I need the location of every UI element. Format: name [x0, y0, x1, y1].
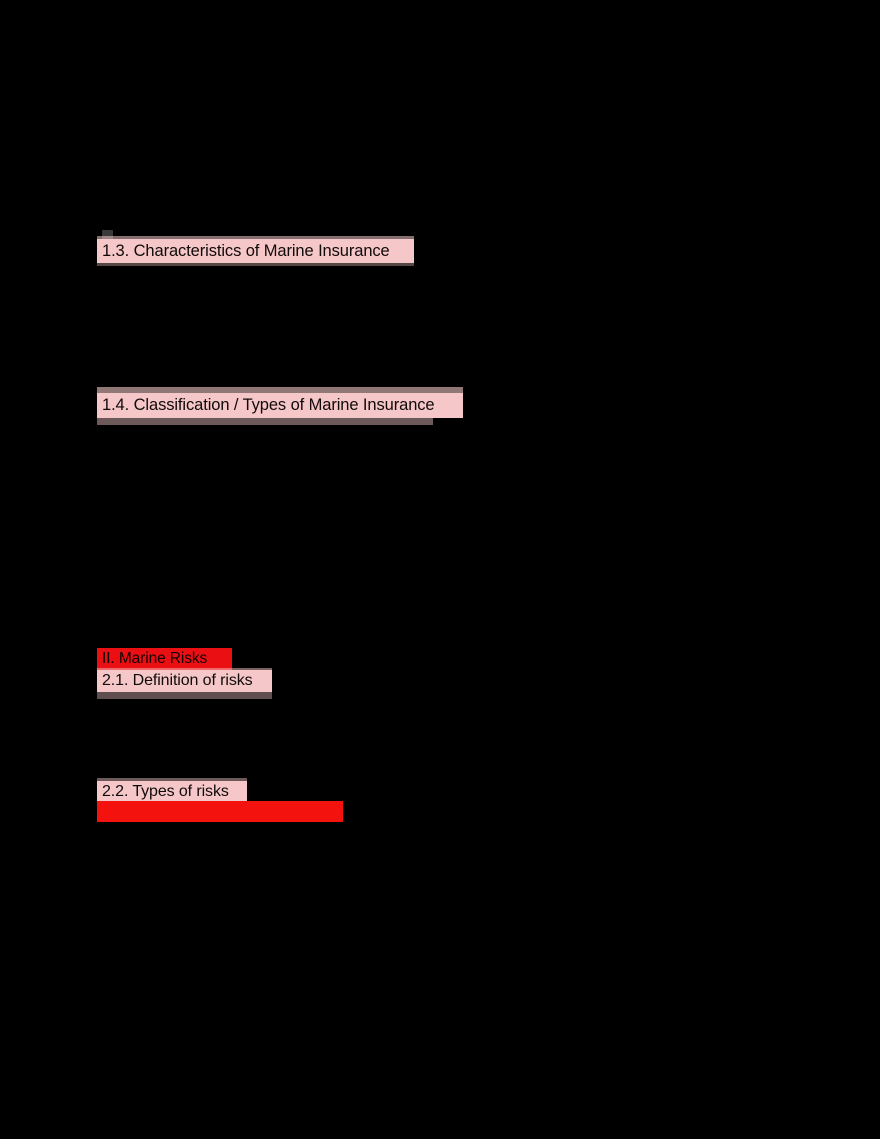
heading-2-1-highlight[interactable]: 2.1. Definition of risks: [97, 670, 272, 692]
heading-2-2-label: 2.2. Types of risks: [102, 783, 229, 800]
heading-1-3-label: 1.3. Characteristics of Marine Insurance: [102, 241, 390, 260]
obscured-text-below-2-1: [99, 692, 269, 701]
highlight-band-2-1-bottom: [97, 692, 272, 699]
obscured-body-block-1: [97, 282, 427, 382]
selection-handle-marker[interactable]: [102, 230, 113, 241]
obscured-body-block-3: [97, 704, 277, 774]
heading-2-2-highlight[interactable]: 2.2. Types of risks: [97, 781, 247, 803]
obscured-text-below-1-3: [100, 266, 400, 280]
heading-2-label: II. Marine Risks: [102, 650, 208, 668]
heading-2-1-label: 2.1. Definition of risks: [102, 672, 253, 689]
highlight-band-1-3-bottom: [97, 263, 414, 266]
heading-1-4-label: 1.4. Classification / Types of Marine In…: [102, 396, 435, 415]
highlight-band-1-4-top: [97, 387, 463, 393]
highlight-band-2-1-top: [97, 668, 272, 671]
heading-1-4-highlight[interactable]: 1.4. Classification / Types of Marine In…: [97, 393, 463, 418]
highlight-band-2-2-top: [97, 778, 247, 783]
obscured-body-block-2: [97, 432, 427, 637]
heading-2-highlight[interactable]: II. Marine Risks: [97, 648, 232, 670]
highlight-band-1-4-bottom: [97, 418, 433, 425]
obscured-text-below-1-4: [99, 418, 279, 427]
highlight-band-1-3-top: [97, 236, 414, 240]
redacted-red-line[interactable]: [97, 801, 343, 822]
heading-1-3-highlight[interactable]: 1.3. Characteristics of Marine Insurance: [97, 239, 414, 263]
